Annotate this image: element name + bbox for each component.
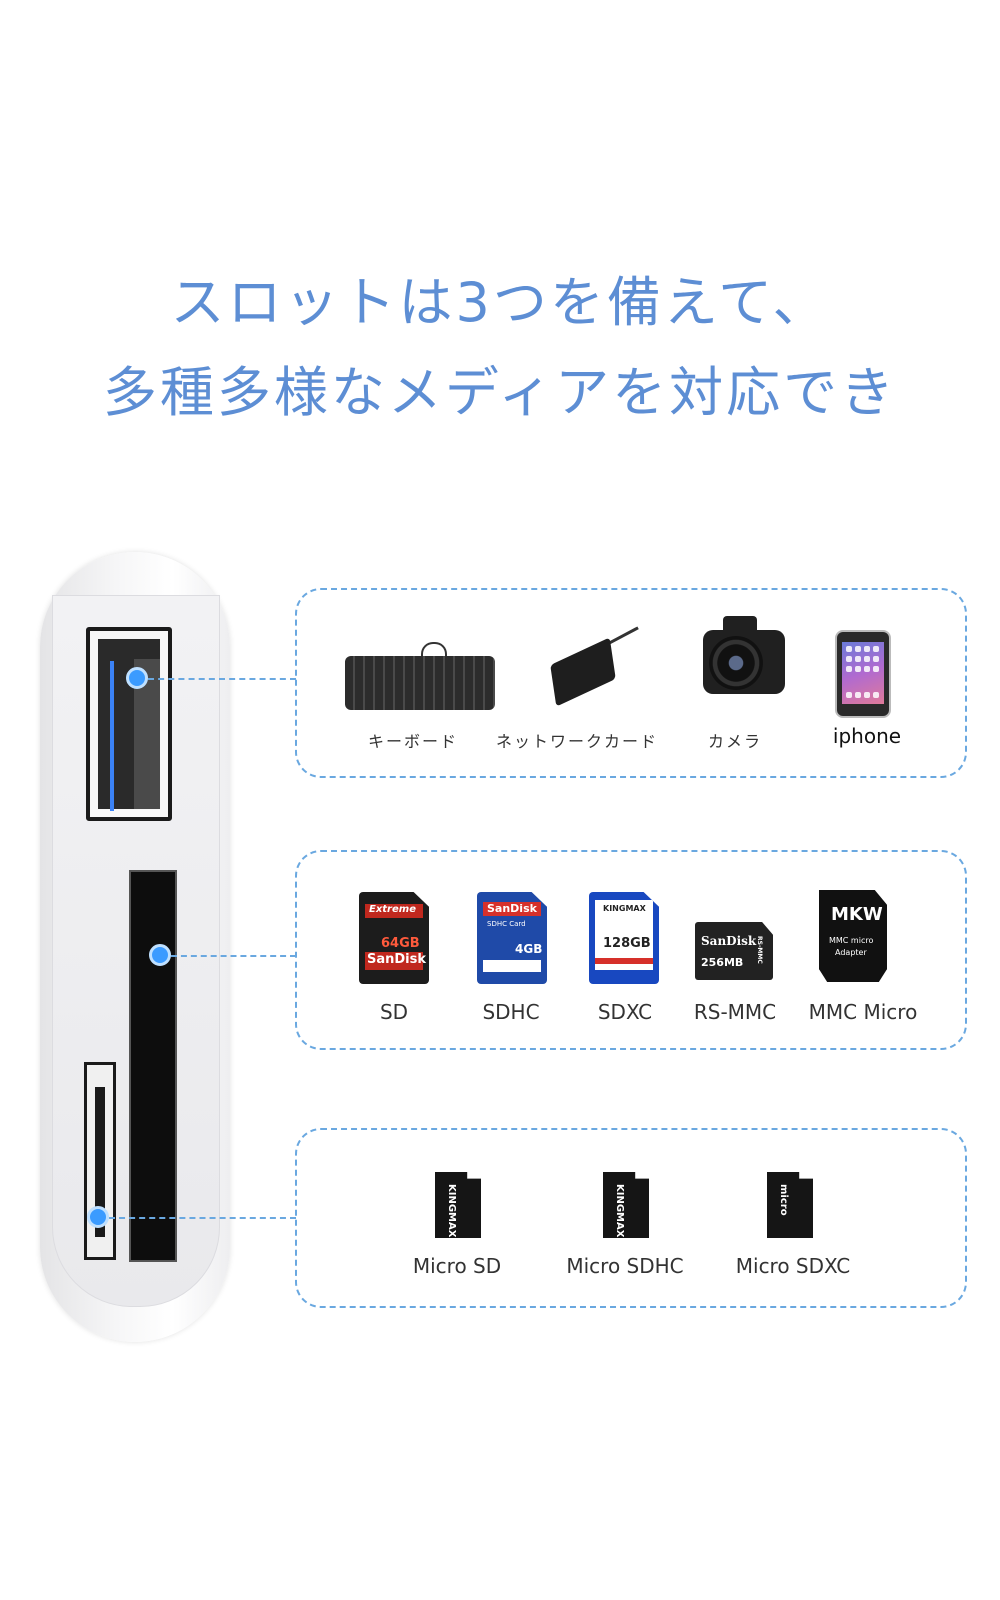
sd-leader-line bbox=[171, 955, 296, 957]
keyboard-label: キーボード bbox=[367, 732, 459, 751]
sdhc-card-type: SDHC Card bbox=[487, 920, 526, 928]
sdxc-card-brand: KINGMAX bbox=[603, 904, 646, 913]
sdhc-card-brand: SanDisk bbox=[487, 902, 537, 915]
sdxc-label: SDXC bbox=[597, 1000, 653, 1024]
usb-devices-panel: キーボード ネットワークカード カメラ iphone bbox=[295, 588, 967, 778]
mmc-micro-card-brand: MKW bbox=[831, 904, 883, 925]
iphone-screen bbox=[842, 642, 884, 704]
micro-sd-card-icon: KINGMAX micro bbox=[435, 1172, 481, 1238]
sd-card-capacity: 64GB bbox=[381, 936, 420, 951]
camera-top bbox=[723, 616, 757, 632]
sd-slot-marker bbox=[149, 944, 171, 966]
rs-mmc-card-icon: SanDisk 256MB RS-MMC bbox=[695, 922, 773, 980]
sdxc-card-icon: KINGMAX 128GB bbox=[589, 892, 659, 984]
micro-sdxc-card-icon: micro bbox=[767, 1172, 813, 1238]
headline-line-1: スロットは3つを備えて、 bbox=[170, 271, 830, 334]
headline: スロットは3つを備えて、 多種多様なメディアを対応でき bbox=[0, 258, 1000, 438]
rs-mmc-card-capacity: 256MB bbox=[701, 956, 744, 969]
rs-mmc-card-type: RS-MMC bbox=[756, 936, 763, 964]
micro-sd-slot bbox=[84, 1062, 116, 1260]
usb-port-marker bbox=[126, 667, 148, 689]
micro-sdhc-card-icon: KINGMAX micro bbox=[603, 1172, 649, 1238]
sd-card-brand-line: Extreme bbox=[369, 904, 416, 915]
iphone-label: iphone bbox=[832, 724, 902, 748]
keyboard-icon bbox=[345, 656, 495, 710]
micro-sd-label: Micro SD bbox=[412, 1254, 502, 1278]
micro-sdxc-label: Micro SDXC bbox=[735, 1254, 851, 1278]
mmc-micro-card-adapter: Adapter bbox=[835, 948, 867, 957]
sdhc-card-icon: SanDisk SDHC Card 4GB bbox=[477, 892, 547, 984]
sd-card-icon: Extreme 64GB SanDisk bbox=[359, 892, 429, 984]
usb-port-inner bbox=[98, 639, 160, 811]
micro-sdhc-label: Micro SDHC bbox=[566, 1254, 684, 1278]
micro-sd-cards-panel: KINGMAX micro Micro SD KINGMAX micro Mic… bbox=[295, 1128, 967, 1308]
rs-mmc-label: RS-MMC bbox=[693, 1000, 777, 1024]
sd-card-slot bbox=[129, 870, 177, 1262]
camera-lens bbox=[709, 636, 763, 690]
mmc-micro-label: MMC Micro bbox=[808, 1000, 918, 1024]
sd-cards-panel: Extreme 64GB SanDisk SD SanDisk SDHC Car… bbox=[295, 850, 967, 1050]
sdhc-card-capacity: 4GB bbox=[515, 942, 543, 956]
mmc-micro-card-type: MMC micro bbox=[829, 936, 874, 945]
sd-card-brand: SanDisk bbox=[367, 952, 427, 967]
usb-leader-line bbox=[148, 678, 296, 680]
mmc-micro-card-icon: MKW MMC micro Adapter bbox=[819, 890, 887, 982]
network-card-label: ネットワークカード bbox=[495, 732, 659, 751]
sd-label: SD bbox=[379, 1000, 409, 1024]
network-card-icon bbox=[550, 637, 616, 707]
iphone-icon bbox=[835, 630, 891, 718]
usb-port-light bbox=[110, 661, 114, 811]
micro-sd-slot-inner bbox=[95, 1087, 105, 1237]
camera-label: カメラ bbox=[707, 732, 763, 751]
sdxc-card-capacity: 128GB bbox=[603, 936, 651, 951]
sdhc-label: SDHC bbox=[482, 1000, 540, 1024]
headline-line-2: 多種多様なメディアを対応でき bbox=[102, 361, 898, 424]
rs-mmc-card-brand: SanDisk bbox=[701, 934, 757, 948]
keyboard-cable bbox=[421, 642, 447, 660]
usb-port bbox=[86, 627, 172, 821]
micro-sd-slot-marker bbox=[87, 1206, 109, 1228]
micro-sdxc-card-text: micro bbox=[778, 1184, 789, 1216]
micro-sd-leader-line bbox=[109, 1217, 296, 1219]
